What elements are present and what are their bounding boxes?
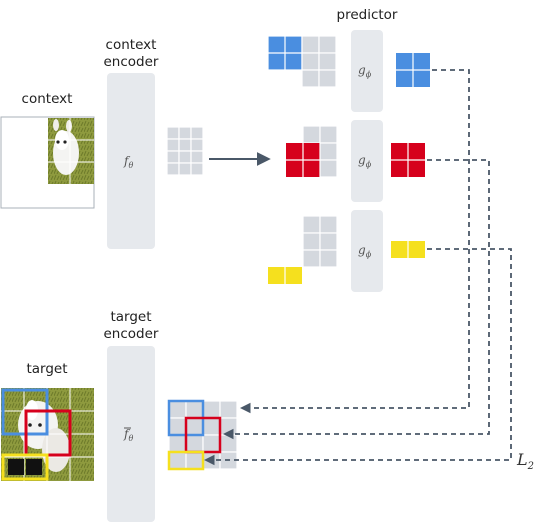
predictor-block-3: gϕ	[351, 210, 383, 292]
blue-loss-line	[239, 69, 470, 414]
context-encoder-label-line2: encoder	[104, 54, 159, 70]
svg-text:fθ: fθ	[123, 154, 133, 170]
l2-loss-label: L2	[516, 450, 534, 472]
svg-text:fθ: fθ	[123, 427, 133, 443]
target-encoder-label-line1: target	[110, 309, 151, 325]
svg-text:gϕ: gϕ	[358, 153, 372, 169]
predictor-label: predictor	[337, 7, 398, 23]
predicted-embedding-yellow	[391, 241, 425, 258]
predictor-block-1: gϕ	[351, 30, 383, 112]
context-label: context	[22, 91, 73, 107]
predicted-embedding-red	[391, 143, 425, 177]
context-image	[0, 116, 95, 209]
context-encoder-label-line1: context	[106, 37, 157, 53]
f-theta-subscript: θ	[128, 161, 133, 170]
f-theta-bar-symbol: f	[123, 427, 131, 441]
context-encoder-block: fθ	[107, 73, 155, 249]
target-label: target	[26, 361, 67, 377]
predicted-embedding-blue	[396, 53, 430, 87]
target-image	[1, 388, 94, 481]
svg-text:gϕ: gϕ	[358, 243, 372, 259]
target-encoder-label-line2: encoder	[104, 326, 159, 342]
l2-loss-connections	[203, 69, 512, 466]
svg-text:gϕ: gϕ	[358, 63, 372, 79]
f-theta-symbol: f	[123, 154, 131, 168]
red-loss-line	[222, 159, 490, 440]
predictor-input-red	[286, 125, 338, 178]
target-encoder-block: fθ	[107, 346, 155, 522]
context-embedding-grid	[166, 126, 204, 176]
yellow-loss-line	[203, 248, 512, 466]
predictor-block-2: gϕ	[351, 120, 383, 202]
target-embedding-grid	[167, 399, 238, 471]
predictor-input-blue	[267, 35, 337, 88]
predictor-input-yellow	[268, 215, 338, 284]
